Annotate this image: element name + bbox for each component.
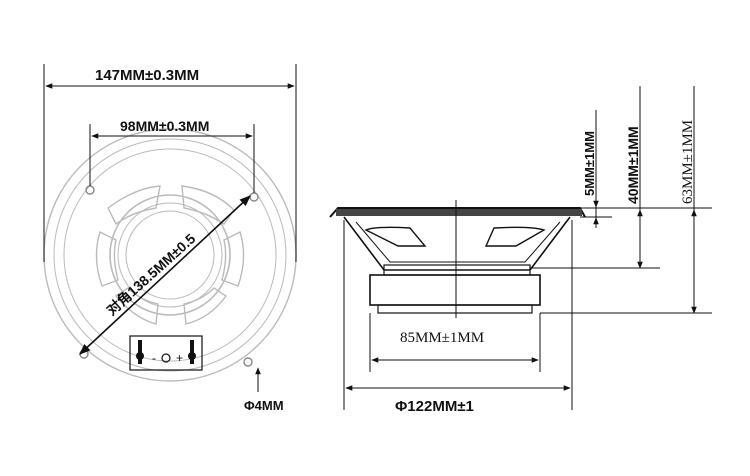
magnet (369, 274, 541, 306)
basket-window-left (364, 226, 427, 247)
magnet-back-plate (377, 304, 533, 314)
basket-outline (343, 216, 571, 271)
basket-inner (355, 221, 561, 263)
frame-inner-circle (63, 148, 277, 362)
side-view: 85MM±1MM Φ122MM±1 5MM±1MM 40MM±1MM 63MM±… (329, 86, 712, 415)
terminal-plus-label: + (176, 351, 183, 365)
terminal-plate: - + (129, 335, 203, 371)
diagonal-dimension-line (79, 195, 251, 355)
terminal-minus-label: - (152, 351, 156, 365)
front-view: - + 147MM±0.3MM 98MM±0.3MM 对角138.5MM±0.5… (43, 64, 297, 413)
magnet-diameter-label: 85MM±1MM (400, 330, 484, 346)
mid-depth-label: 40MM±1MM (625, 126, 641, 204)
flange-gasket (336, 209, 582, 216)
flange-depth-label: 5MM±1MM (582, 131, 597, 196)
mounting-hole-icon (249, 192, 259, 202)
frame-rim-circle (53, 138, 287, 372)
flange (329, 207, 586, 218)
total-depth-label: 63MM±1MM (680, 120, 696, 204)
overall-diameter-label: 147MM±0.3MM (95, 67, 199, 84)
mounting-hole-icon (85, 185, 95, 195)
mounting-spacing-label: 98MM±0.3MM (120, 118, 209, 134)
mounting-hole-icon (243, 357, 253, 367)
cone-diameter-label: Φ122MM±1 (395, 398, 474, 415)
hole-label: Φ4MM (244, 398, 284, 413)
basket-window-right (484, 226, 546, 247)
